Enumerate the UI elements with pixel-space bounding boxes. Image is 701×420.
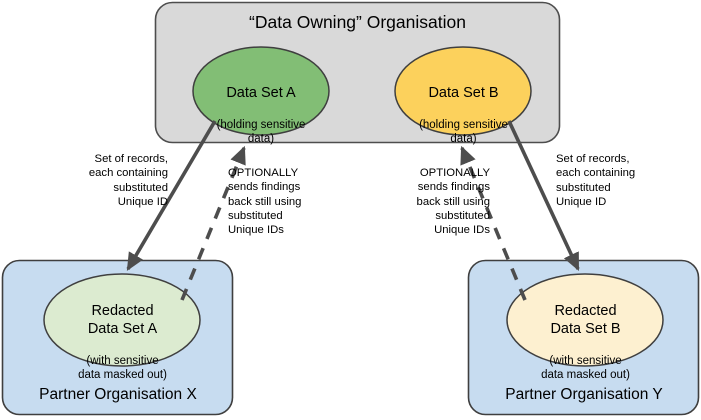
redacted-data-set-a-label: Redacted Data Set A (with sensitive data… (45, 286, 200, 398)
flow-return-right-label: OPTIONALLY sends findings back still usi… (416, 167, 490, 237)
flow-return-left-label: OPTIONALLY sends findings back still usi… (228, 167, 302, 237)
redacted-data-set-b-label: Redacted Data Set B (with sensitive data… (508, 286, 663, 398)
data-owning-organisation-title: “Data Owning” Organisation (249, 12, 466, 32)
partner-organisation-y-title: Partner Organisation Y (505, 386, 663, 403)
redacted-data-set-b-detail: (with sensitive data masked out) (541, 355, 630, 382)
redacted-data-set-a-detail: (with sensitive data masked out) (78, 355, 167, 382)
data-set-b-name: Data Set B (428, 84, 499, 101)
flow-return-left (180, 145, 246, 301)
redacted-data-set-a-ellipse (43, 273, 201, 367)
data-set-a-name: Data Set A (226, 84, 296, 101)
data-set-a-label: Data Set A (holding sensitive data) (186, 68, 336, 162)
flow-outbound-right-label: Set of records, each containing substitu… (556, 153, 636, 209)
partner-organisation-x-title: Partner Organisation X (39, 386, 197, 403)
redacted-data-set-b-name: Redacted Data Set B (550, 302, 621, 338)
flow-outbound-right (507, 120, 580, 272)
data-set-b-label: Data Set B (holding sensitive data) (386, 68, 541, 162)
flow-return-right (460, 145, 527, 301)
redacted-data-set-b-ellipse (506, 273, 664, 367)
flow-outbound-left-label: Set of records, each containing substitu… (88, 153, 168, 209)
data-set-b-detail: (holding sensitive data) (419, 118, 508, 145)
data-set-b-ellipse (394, 46, 532, 136)
data-set-a-ellipse (192, 46, 330, 136)
redacted-data-set-a-name: Redacted Data Set A (87, 302, 158, 338)
flow-outbound-left (126, 120, 217, 271)
data-set-a-detail: (holding sensitive data) (216, 118, 306, 145)
